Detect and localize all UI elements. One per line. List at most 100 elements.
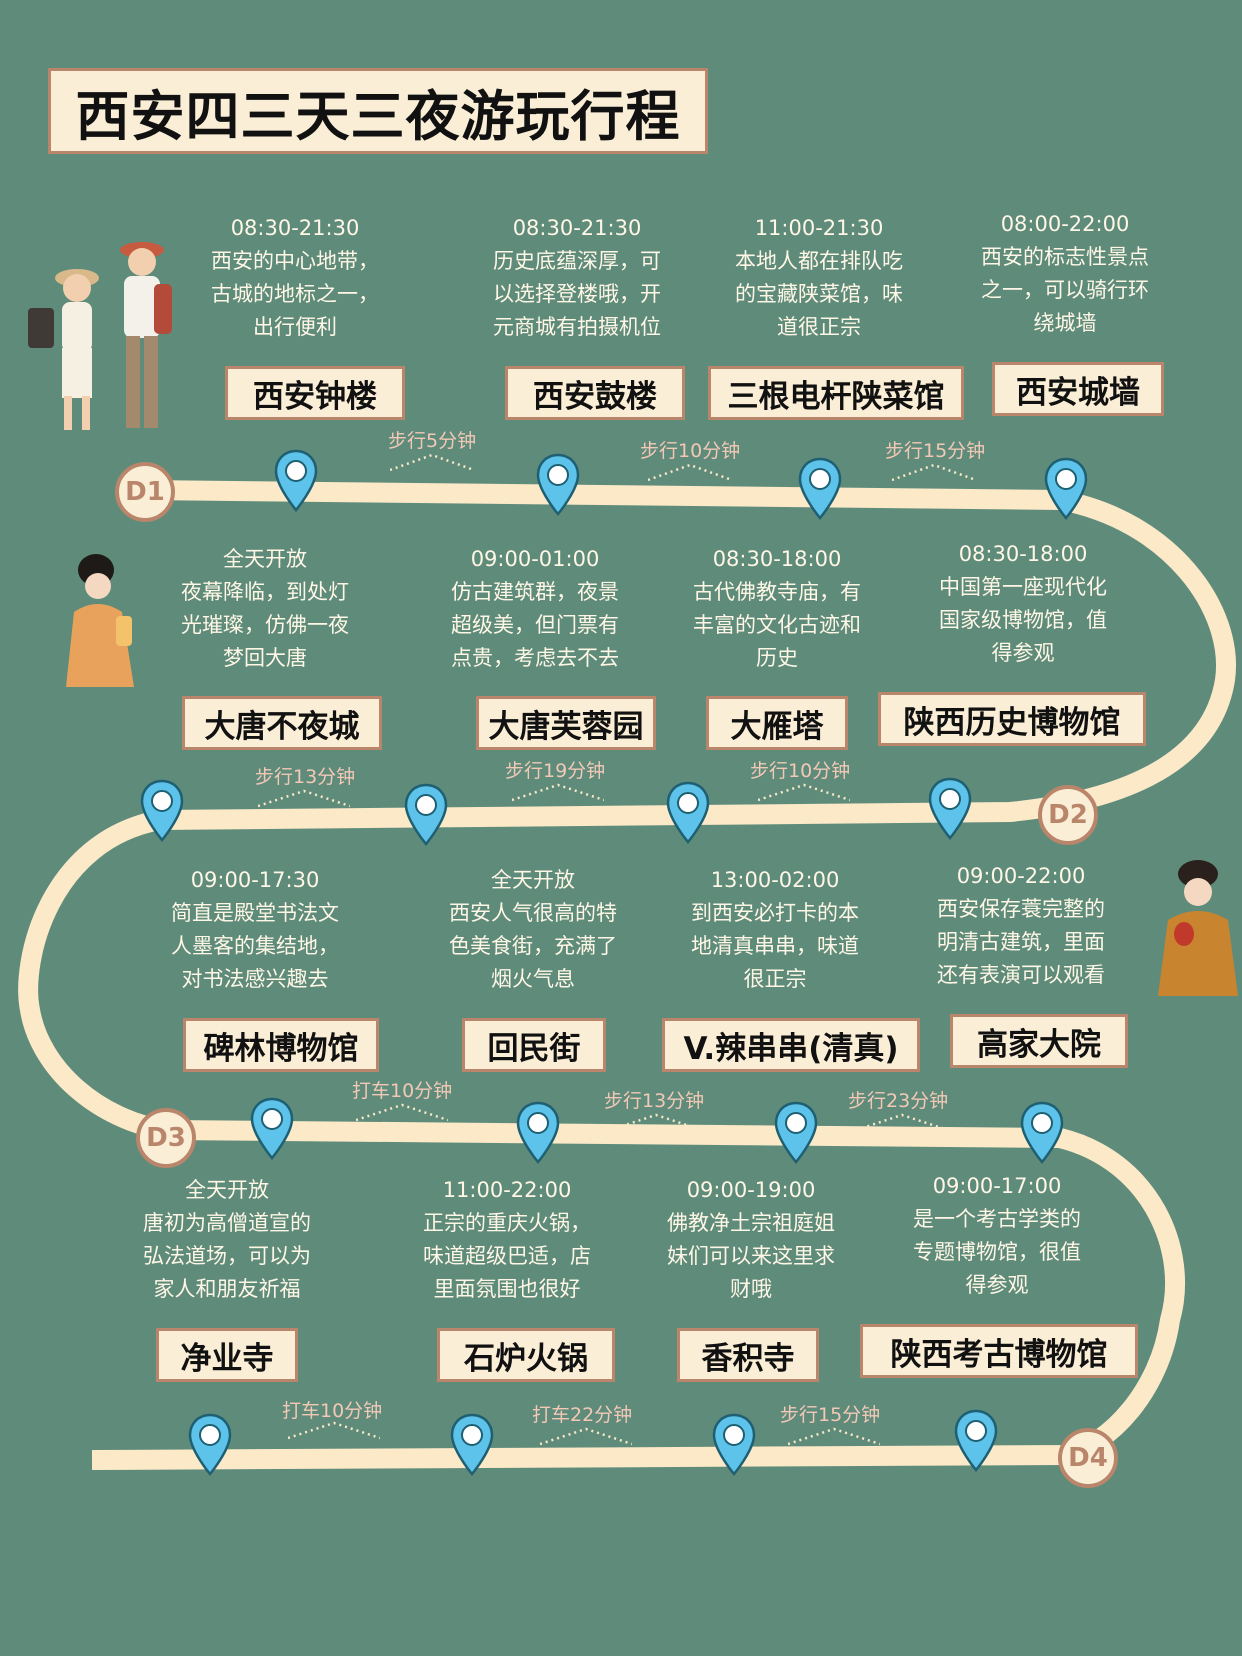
location-pin-icon[interactable] <box>952 1408 1000 1474</box>
location-pin-icon[interactable] <box>772 1100 820 1166</box>
spot-label[interactable]: 高家大院 <box>950 1014 1128 1068</box>
location-pin-icon[interactable] <box>926 776 974 842</box>
page-title: 西安四三天三夜游玩行程 <box>75 84 681 148</box>
spot-name: 净业寺 <box>180 1340 274 1377</box>
location-pin-icon[interactable] <box>448 1412 496 1478</box>
spot-label[interactable]: 陕西历史博物馆 <box>878 692 1146 746</box>
spot-label[interactable]: 石炉火锅 <box>437 1328 615 1382</box>
spot-description: 西安人气很高的特 <box>449 901 617 925</box>
spot-label[interactable]: 大雁塔 <box>706 696 848 750</box>
spot-info: 13:00-02:00 到西安必打卡的本 地清真串串，味道 很正宗 <box>660 864 890 996</box>
transit-time: 步行13分钟 <box>255 766 356 788</box>
spot-label[interactable]: 碑林博物馆 <box>183 1018 379 1072</box>
spot-description: 人墨客的集结地， <box>171 934 339 958</box>
transit-time: 步行19分钟 <box>505 760 606 782</box>
location-pin-icon[interactable] <box>186 1412 234 1478</box>
opening-hours: 全天开放 <box>185 1178 269 1202</box>
spot-label[interactable]: V.辣串串(清真) <box>662 1018 920 1072</box>
location-pin-icon[interactable] <box>1042 456 1090 522</box>
spot-info: 11:00-21:30 本地人都在排队吃 的宝藏陕菜馆，味 道很正宗 <box>704 212 934 344</box>
transit-time: 打车22分钟 <box>532 1404 633 1426</box>
spot-label[interactable]: 大唐不夜城 <box>182 696 382 750</box>
spot-name: 陕西历史博物馆 <box>903 704 1121 741</box>
spot-description: 专题博物馆，很值 <box>913 1240 1081 1264</box>
spot-description: 以选择登楼哦，开 <box>493 282 661 306</box>
transit-connector <box>892 463 976 482</box>
spot-description: 西安的中心地带， <box>211 249 379 273</box>
spot-info: 08:30-21:30 历史底蕴深厚，可 以选择登楼哦，开 元商城有拍摄机位 <box>462 212 692 344</box>
transit-time: 步行5分钟 <box>388 430 477 452</box>
spot-label[interactable]: 香积寺 <box>677 1328 819 1382</box>
spot-description: 国家级博物馆，值 <box>939 608 1107 632</box>
spot-info: 08:30-18:00 中国第一座现代化 国家级博物馆，值 得参观 <box>908 538 1138 670</box>
location-pin-icon[interactable] <box>534 452 582 518</box>
transit-connector <box>258 789 350 808</box>
spot-label[interactable]: 西安钟楼 <box>225 366 405 420</box>
spot-label[interactable]: 净业寺 <box>156 1328 298 1382</box>
spot-description: 得参观 <box>991 641 1055 665</box>
spot-name: 碑林博物馆 <box>203 1030 359 1067</box>
transit-connector <box>788 1427 880 1446</box>
location-pin-icon[interactable] <box>272 448 320 514</box>
opening-hours: 全天开放 <box>223 547 307 571</box>
spot-description: 梦回大唐 <box>223 646 307 670</box>
tang-lady-illustration <box>1158 860 1238 996</box>
spot-name: V.辣串串(清真) <box>683 1030 899 1067</box>
day-marker-d4: D4 <box>1058 1428 1118 1488</box>
transit-time: 步行15分钟 <box>885 440 986 462</box>
spot-label[interactable]: 大唐芙蓉园 <box>476 696 656 750</box>
spot-description: 是一个考古学类的 <box>913 1207 1081 1231</box>
spot-description: 明清古建筑，里面 <box>937 930 1105 954</box>
spot-description: 本地人都在排队吃 <box>735 249 903 273</box>
spot-info: 全天开放 唐初为高僧道宣的 弘法道场，可以为 家人和朋友祈福 <box>112 1174 342 1306</box>
spot-info: 09:00-17:30 简直是殿堂书法文 人墨客的集结地， 对书法感兴趣去 <box>140 864 370 996</box>
spot-info: 09:00-01:00 仿古建筑群，夜景 超级美，但门票有 点贵，考虑去不去 <box>420 543 650 675</box>
opening-hours: 11:00-22:00 <box>442 1178 572 1202</box>
location-pin-icon[interactable] <box>710 1412 758 1478</box>
spot-description: 味道超级巴适，店 <box>423 1244 591 1268</box>
spot-description: 夜幕降临，到处灯 <box>181 580 349 604</box>
opening-hours: 09:00-01:00 <box>470 547 600 571</box>
spot-description: 还有表演可以观看 <box>937 963 1105 987</box>
spot-label[interactable]: 三根电杆陕菜馆 <box>708 366 964 420</box>
transit-connector <box>856 1113 948 1132</box>
opening-hours: 09:00-17:00 <box>932 1174 1062 1198</box>
day-marker-d3: D3 <box>136 1108 196 1168</box>
transit-time: 步行13分钟 <box>604 1090 705 1112</box>
spot-description: 仿古建筑群，夜景 <box>451 580 619 604</box>
day-marker-d1: D1 <box>115 462 175 522</box>
transit-connector <box>512 783 604 802</box>
transit-time: 步行10分钟 <box>640 440 741 462</box>
transit-connector <box>540 1427 632 1446</box>
opening-hours: 全天开放 <box>491 868 575 892</box>
page-title-box: 西安四三天三夜游玩行程 <box>48 68 708 154</box>
spot-label[interactable]: 西安鼓楼 <box>505 366 685 420</box>
spot-description: 点贵，考虑去不去 <box>451 646 619 670</box>
spot-name: 三根电杆陕菜馆 <box>727 378 945 415</box>
location-pin-icon[interactable] <box>796 456 844 522</box>
day-marker-d2: D2 <box>1038 785 1098 845</box>
spot-description: 古城的地标之一， <box>211 282 379 306</box>
spot-name: 陕西考古博物馆 <box>890 1336 1108 1373</box>
spot-description: 丰富的文化古迹和 <box>693 613 861 637</box>
spot-name: 西安城墙 <box>1016 374 1140 411</box>
spot-info: 08:30-21:30 西安的中心地带， 古城的地标之一， 出行便利 <box>180 212 410 344</box>
location-pin-icon[interactable] <box>248 1096 296 1162</box>
spot-label[interactable]: 回民街 <box>462 1018 606 1072</box>
opening-hours: 08:30-18:00 <box>712 547 842 571</box>
location-pin-icon[interactable] <box>1018 1100 1066 1166</box>
spot-description: 中国第一座现代化 <box>939 575 1107 599</box>
spot-info: 09:00-19:00 佛教净土宗祖庭姐 妹们可以来这里求 财哦 <box>636 1174 866 1306</box>
location-pin-icon[interactable] <box>664 780 712 846</box>
spot-description: 佛教净土宗祖庭姐 <box>667 1211 835 1235</box>
opening-hours: 08:30-21:30 <box>230 216 360 240</box>
location-pin-icon[interactable] <box>514 1100 562 1166</box>
spot-description: 里面氛围也很好 <box>433 1277 581 1301</box>
spot-description: 很正宗 <box>743 967 807 991</box>
location-pin-icon[interactable] <box>402 782 450 848</box>
spot-label[interactable]: 西安城墙 <box>992 362 1164 416</box>
spot-label[interactable]: 陕西考古博物馆 <box>860 1324 1138 1378</box>
location-pin-icon[interactable] <box>138 778 186 844</box>
